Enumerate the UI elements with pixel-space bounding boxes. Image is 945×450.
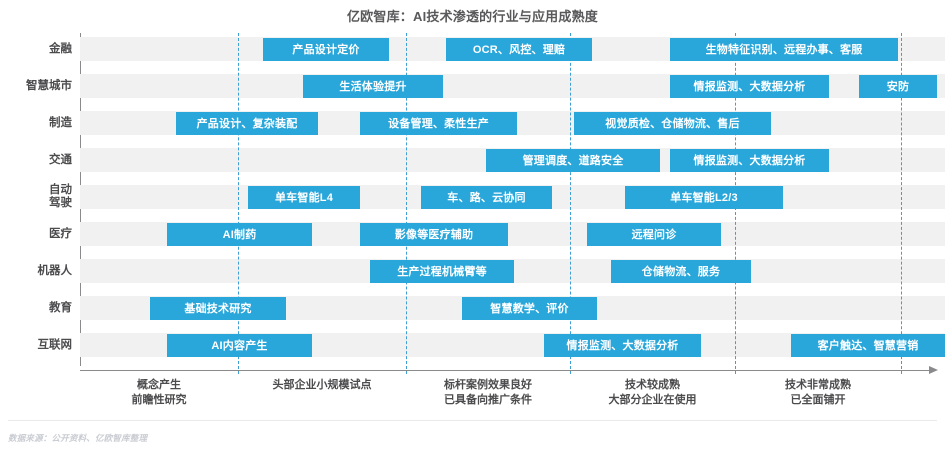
x-axis-line: [80, 370, 931, 371]
y-axis-label-line: 机器人: [37, 264, 73, 277]
application-bar[interactable]: 视觉质检、仓储物流、售后: [574, 111, 771, 135]
gridline-1: [238, 33, 239, 374]
application-bar[interactable]: 远程问诊: [587, 222, 721, 246]
x-stage-line1: 技术较成熟: [625, 379, 680, 391]
application-bar[interactable]: 客户触达、智慧营销: [791, 333, 945, 357]
application-bar[interactable]: 生物特征识别、远程办事、客服: [670, 37, 898, 61]
y-axis-label-line: 互联网: [37, 338, 73, 351]
x-stage-label-4: 技术较成熟大部分企业在使用: [573, 378, 733, 408]
application-bar[interactable]: 安防: [859, 74, 937, 98]
y-axis-label-line: 智慧城市: [26, 79, 72, 92]
application-bar[interactable]: 单车智能L2/3: [625, 185, 783, 209]
y-axis-label-line: 医疗: [49, 227, 72, 240]
source-note: 数据来源：公开资料、亿欧智库整理: [8, 433, 148, 443]
application-bar[interactable]: 车、路、云协同: [421, 185, 552, 209]
y-axis-label-line: 交通: [49, 153, 72, 166]
footer-divider: [8, 420, 937, 421]
application-bar[interactable]: 产品设计、复杂装配: [176, 111, 318, 135]
x-stage-line1: 概念产生: [137, 379, 181, 391]
y-axis-label-互联网: 互联网: [0, 338, 73, 352]
application-bar[interactable]: 管理调度、道路安全: [486, 148, 660, 172]
y-axis-label-自动驾驶: 自动驾驶: [0, 184, 72, 210]
y-axis-label-金融: 金融: [0, 43, 72, 56]
y-axis-label-机器人: 机器人: [0, 264, 73, 278]
application-bar[interactable]: AI制药: [167, 222, 312, 246]
x-stage-line1: 头部企业小规模试点: [272, 379, 372, 391]
y-axis-label-医疗: 医疗: [0, 228, 72, 241]
application-bar[interactable]: 情报监测、大数据分析: [670, 148, 829, 172]
application-bar[interactable]: 影像等医疗辅助: [360, 222, 508, 246]
application-bar[interactable]: AI内容产生: [167, 333, 312, 357]
application-bar[interactable]: 仓储物流、服务: [611, 259, 751, 283]
application-bar[interactable]: 情报监测、大数据分析: [670, 74, 829, 98]
gridline-5: [901, 33, 902, 374]
gridline-3: [570, 33, 571, 374]
x-stage-line1: 技术非常成熟: [785, 379, 851, 391]
y-axis-label-line: 制造: [49, 116, 72, 129]
x-stage-line2: 已具备向推广条件: [444, 394, 532, 406]
application-bar[interactable]: 设备管理、柔性生产: [360, 111, 517, 135]
y-axis-label-智慧城市: 智慧城市: [0, 80, 72, 93]
y-axis-label-line: 自动: [49, 184, 72, 196]
x-stage-line2: 大部分企业在使用: [608, 394, 697, 406]
application-bar[interactable]: 智慧教学、评价: [462, 296, 597, 320]
y-axis-label-教育: 教育: [0, 302, 72, 315]
x-stage-label-3: 标杆案例效果良好已具备向推广条件: [408, 378, 568, 408]
application-bar[interactable]: OCR、风控、理赔: [446, 37, 592, 61]
y-axis-label-交通: 交通: [0, 154, 72, 167]
x-axis-stage-labels: 概念产生前瞻性研究头部企业小规模试点标杆案例效果良好已具备向推广条件技术较成熟大…: [80, 378, 945, 418]
application-bar[interactable]: 产品设计定价: [263, 37, 389, 61]
x-stage-label-1: 概念产生前瞻性研究: [79, 378, 239, 408]
application-bar[interactable]: 单车智能L4: [248, 185, 360, 209]
application-bar[interactable]: 基础技术研究: [150, 296, 286, 320]
y-axis-label-line: 驾驶: [49, 197, 72, 209]
application-bar[interactable]: 情报监测、大数据分析: [544, 333, 701, 357]
x-stage-label-5: 技术非常成熟已全面铺开: [738, 378, 898, 408]
x-stage-line2: 前瞻性研究: [131, 394, 187, 406]
x-axis: [80, 366, 945, 376]
y-axis-label-line: 教育: [49, 301, 72, 314]
x-stage-line1: 标杆案例效果良好: [444, 379, 532, 391]
page-title: 亿欧智库：AI技术渗透的行业与应用成熟度: [346, 9, 598, 24]
gridline-2: [406, 33, 407, 374]
y-axis-label-制造: 制造: [0, 117, 72, 130]
x-stage-label-2: 头部企业小规模试点: [242, 378, 402, 393]
application-bar[interactable]: 生产过程机械臂等: [370, 259, 514, 283]
y-axis-labels: 金融智慧城市制造交通自动驾驶医疗机器人教育互联网: [0, 33, 76, 373]
application-bar[interactable]: 生活体验提升: [303, 74, 443, 98]
x-stage-line2: 已全面铺开: [790, 394, 846, 406]
x-axis-arrow-icon: [929, 366, 938, 374]
y-axis-label-line: 金融: [49, 42, 72, 55]
